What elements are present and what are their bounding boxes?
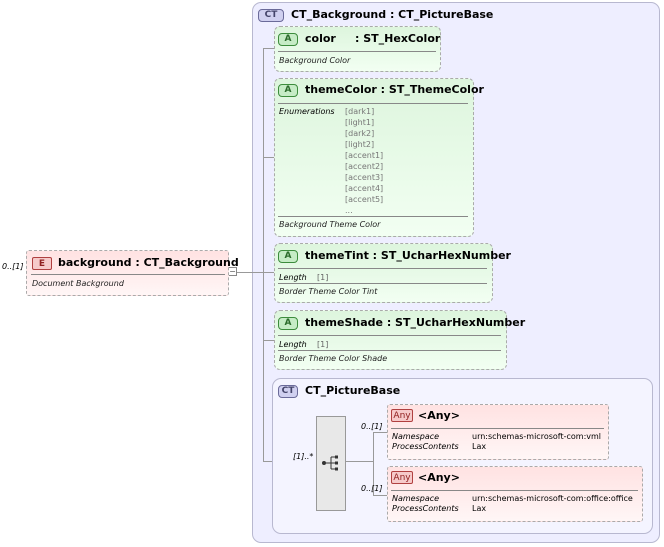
ct-badge-icon: CT bbox=[258, 9, 284, 22]
connector-root bbox=[229, 272, 263, 273]
length-label: Length bbox=[279, 273, 307, 282]
enum-item: [accent2] bbox=[345, 162, 384, 171]
attribute-color-type: : ST_HexColor bbox=[355, 32, 441, 45]
divider bbox=[391, 428, 604, 429]
any1-title: <Any> bbox=[418, 409, 460, 422]
attribute-badge-icon: A bbox=[278, 33, 298, 46]
any-element-2[interactable] bbox=[387, 466, 643, 522]
root-element-background[interactable] bbox=[26, 250, 229, 296]
attribute-badge-icon: A bbox=[278, 250, 298, 263]
connector-seq-any1 bbox=[346, 461, 374, 462]
any2-title: <Any> bbox=[418, 471, 460, 484]
enum-item: [light1] bbox=[345, 118, 375, 127]
ct-background-title: CT_Background : CT_PictureBase bbox=[291, 8, 494, 21]
attribute-themeshade-description: Border Theme Color Shade bbox=[279, 354, 388, 363]
root-cardinality: 0..[1] bbox=[2, 262, 24, 271]
attribute-color-description: Background Color bbox=[279, 56, 351, 65]
processcontents-label: ProcessContents bbox=[392, 442, 459, 451]
enum-item: [accent1] bbox=[345, 151, 384, 160]
connector-any2 bbox=[373, 495, 387, 496]
enum-item: [accent5] bbox=[345, 195, 384, 204]
divider bbox=[391, 490, 638, 491]
divider bbox=[278, 268, 487, 269]
divider bbox=[278, 335, 501, 336]
namespace-value: urn:schemas-microsoft-com:office:office bbox=[472, 494, 633, 503]
connector-color bbox=[263, 48, 275, 49]
enum-item: [dark2] bbox=[345, 129, 375, 138]
attribute-themetint-description: Border Theme Color Tint bbox=[279, 287, 378, 296]
connector-themetint bbox=[263, 272, 275, 273]
namespace-value: urn:schemas-microsoft-com:vml bbox=[472, 432, 602, 441]
namespace-label: Namespace bbox=[392, 432, 440, 441]
attribute-badge-icon: A bbox=[278, 317, 298, 330]
root-element-description: Document Background bbox=[32, 279, 124, 288]
processcontents-value: Lax bbox=[472, 504, 487, 513]
attribute-themecolor-description: Background Theme Color bbox=[279, 220, 381, 229]
enum-item: [dark1] bbox=[345, 107, 375, 116]
attribute-themetint[interactable] bbox=[274, 243, 493, 303]
sequence-cardinality: [1]..* bbox=[293, 452, 314, 461]
attribute-themeshade-title: themeShade : ST_UcharHexNumber bbox=[305, 316, 526, 329]
enum-item: [accent4] bbox=[345, 184, 384, 193]
enum-item: [accent3] bbox=[345, 173, 384, 182]
namespace-label: Namespace bbox=[392, 494, 440, 503]
attribute-themecolor[interactable] bbox=[274, 78, 474, 237]
connector-trunk bbox=[263, 48, 264, 462]
any1-cardinality: 0..[1] bbox=[361, 422, 383, 431]
divider bbox=[278, 216, 468, 217]
attribute-color[interactable] bbox=[274, 26, 441, 72]
sequence-icon bbox=[322, 455, 338, 471]
enum-item: [light2] bbox=[345, 140, 375, 149]
any-badge-icon: Any bbox=[391, 471, 413, 484]
connector-any1 bbox=[373, 432, 387, 433]
enumerations-label: Enumerations bbox=[279, 107, 335, 116]
element-badge-icon: E bbox=[32, 257, 52, 270]
length-value: [1] bbox=[317, 273, 329, 282]
connector-seq-trunk bbox=[373, 432, 374, 496]
attribute-color-name: color bbox=[305, 32, 336, 45]
divider bbox=[278, 283, 487, 284]
divider bbox=[31, 274, 225, 275]
processcontents-value: Lax bbox=[472, 442, 487, 451]
divider bbox=[278, 51, 436, 52]
enumeration-list: [dark1] [light1] [dark2] [light2] [accen… bbox=[345, 106, 383, 216]
any-badge-icon: Any bbox=[391, 409, 413, 422]
root-element-title: background : CT_Background bbox=[58, 256, 239, 269]
connector-themecolor bbox=[263, 157, 275, 158]
any2-cardinality: 0..[1] bbox=[361, 484, 383, 493]
length-value: [1] bbox=[317, 340, 329, 349]
enum-item: ... bbox=[345, 206, 353, 215]
attribute-badge-icon: A bbox=[278, 84, 298, 97]
divider bbox=[278, 350, 501, 351]
processcontents-label: ProcessContents bbox=[392, 504, 459, 513]
connector-themeshade bbox=[263, 340, 275, 341]
attribute-themecolor-title: themeColor : ST_ThemeColor bbox=[305, 83, 484, 96]
any-element-1[interactable] bbox=[387, 404, 609, 460]
ct-badge-icon: CT bbox=[278, 385, 298, 398]
ct-picturebase-title: CT_PictureBase bbox=[305, 384, 401, 397]
attribute-themeshade[interactable] bbox=[274, 310, 507, 370]
divider bbox=[278, 103, 468, 104]
length-label: Length bbox=[279, 340, 307, 349]
attribute-themetint-title: themeTint : ST_UcharHexNumber bbox=[305, 249, 511, 262]
